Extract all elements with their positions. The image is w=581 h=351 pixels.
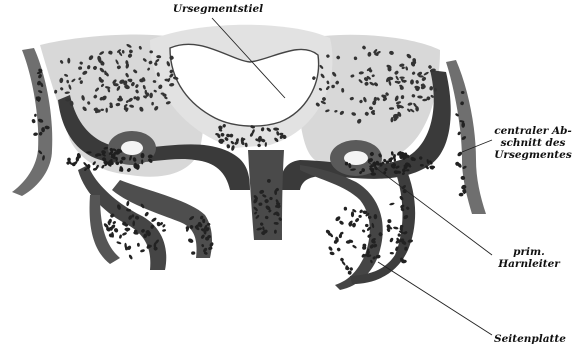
left-ureter-lumen <box>121 141 143 155</box>
cell-nucleus <box>328 246 334 252</box>
cell-nucleus <box>117 98 123 102</box>
cell-nucleus <box>113 227 119 233</box>
cell-nucleus <box>34 114 37 117</box>
cell-nucleus <box>121 157 126 161</box>
label-prim-harnleiter: prim. Harnleiter <box>492 246 566 270</box>
cell-nucleus <box>140 249 145 253</box>
label-centraler-abschnitt: centraler Ab- schnitt des Ursegmentes <box>488 125 578 161</box>
label-centraler-line-1: centraler Ab- <box>488 125 578 137</box>
cell-nucleus <box>459 193 464 197</box>
cell-nucleus <box>393 226 399 230</box>
cell-nucleus <box>122 232 128 236</box>
cell-nucleus <box>398 233 401 237</box>
cell-nucleus <box>162 229 166 232</box>
cell-nucleus <box>33 132 38 136</box>
cell-nucleus <box>31 118 36 123</box>
cell-nucleus <box>354 217 359 223</box>
leader-seitenplatte <box>378 262 492 335</box>
cell-nucleus <box>336 247 341 252</box>
cell-nucleus <box>352 244 357 249</box>
cell-nucleus <box>112 220 116 224</box>
cell-nucleus <box>393 114 399 117</box>
label-centraler-line-3: Ursegmentes <box>488 149 578 161</box>
cell-nucleus <box>67 58 70 64</box>
cell-nucleus <box>389 237 394 243</box>
label-ursegmentstiel: Ursegmentstiel <box>168 3 268 15</box>
cell-nucleus <box>351 211 354 217</box>
cell-nucleus <box>156 222 160 227</box>
cell-nucleus <box>389 202 395 205</box>
label-seitenplatte: Seitenplatte <box>494 333 578 345</box>
cell-nucleus <box>151 217 158 223</box>
cell-nucleus <box>338 220 344 226</box>
cell-nucleus <box>119 234 123 239</box>
cell-nucleus <box>365 224 369 228</box>
cell-nucleus <box>347 270 352 275</box>
cell-nucleus <box>124 228 130 232</box>
cell-nucleus <box>128 254 133 260</box>
label-harnleiter-line-1: prim. <box>492 246 566 258</box>
cell-nucleus <box>83 161 88 167</box>
cell-nucleus <box>100 109 104 111</box>
cell-nucleus <box>187 238 194 244</box>
cell-nucleus <box>116 241 121 245</box>
cell-nucleus <box>358 215 362 218</box>
cell-nucleus <box>126 201 130 207</box>
cell-nucleus <box>144 211 149 217</box>
cell-nucleus <box>374 214 378 219</box>
cell-nucleus <box>329 251 335 256</box>
cell-nucleus <box>137 243 140 247</box>
cell-nucleus <box>349 267 353 271</box>
cell-nucleus <box>387 219 392 224</box>
cell-nucleus <box>86 151 92 153</box>
cell-nucleus <box>352 222 357 228</box>
cell-nucleus <box>344 207 348 211</box>
label-centraler-line-2: schnitt des <box>488 137 578 149</box>
cell-nucleus <box>191 251 195 255</box>
label-harnleiter-line-2: Harnleiter <box>492 258 566 270</box>
cell-nucleus <box>390 252 394 255</box>
central-column <box>248 150 284 240</box>
cell-nucleus <box>361 229 365 233</box>
cell-nucleus <box>341 260 346 266</box>
